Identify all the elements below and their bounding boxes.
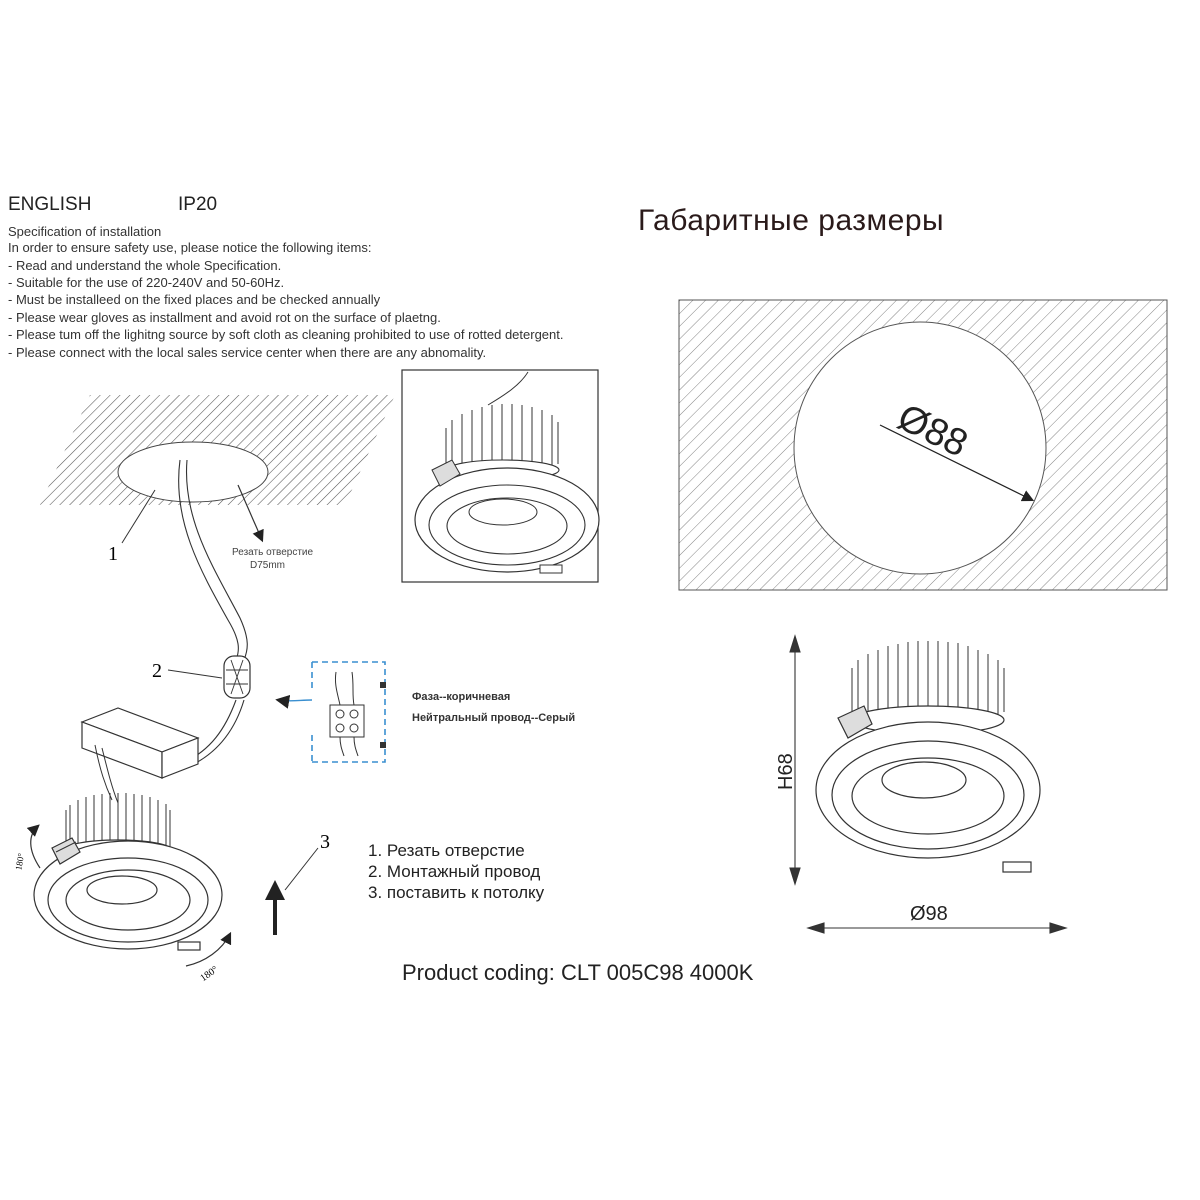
spec-item: - Suitable for the use of 220-240V and 5… xyxy=(8,275,285,290)
dimensions-title: Габаритные размеры xyxy=(638,204,945,237)
installation-steps: 1. Резать отверстие 2. Монтажный провод … xyxy=(368,840,544,903)
ip-rating: IP20 xyxy=(178,194,218,215)
downlight-left xyxy=(33,793,223,951)
language-label: ENGLISH xyxy=(8,194,92,215)
rotate-label-left: 180° xyxy=(13,852,26,871)
spec-item: - Must be installeed on the fixed places… xyxy=(8,292,381,307)
downlight-right xyxy=(815,641,1041,873)
svg-text:2: 2 xyxy=(152,660,162,682)
cutout-diagram xyxy=(678,299,1168,591)
spec-item: - Read and understand the whole Specific… xyxy=(8,258,282,273)
power-wires xyxy=(178,459,248,766)
push-up-arrow-icon xyxy=(265,880,285,935)
callout-1: 1 xyxy=(108,489,156,565)
height-label: H68 xyxy=(775,753,797,790)
led-driver-box xyxy=(80,707,200,779)
cut-hole-label: Резать отверстие xyxy=(232,547,313,558)
product-coding: Product coding: CLT 005C98 4000K xyxy=(402,960,754,985)
width-dimension xyxy=(806,922,1068,934)
width-label: Ø98 xyxy=(910,903,948,925)
height-dimension xyxy=(789,634,801,886)
cut-hole-size: D75mm xyxy=(250,560,285,571)
terminal-connector xyxy=(223,655,251,699)
wiring-detail xyxy=(275,661,386,763)
rotate-label-right: 180° xyxy=(198,964,220,984)
callout-3: 3 xyxy=(284,831,330,891)
cut-arrow xyxy=(237,484,264,543)
svg-text:1: 1 xyxy=(108,543,118,565)
spec-item: - Please tum off the lighitng source by … xyxy=(8,327,564,342)
spec-title: Specification of installation xyxy=(8,224,162,239)
rotate-arrow-icon xyxy=(26,824,232,967)
inset-downlight-frame xyxy=(401,369,600,583)
spec-item: - Please connect with the local sales se… xyxy=(8,345,487,360)
svg-text:3: 3 xyxy=(320,831,330,853)
callout-2: 2 xyxy=(152,660,223,682)
step-item: 3. поставить к потолку xyxy=(368,883,545,902)
spec-intro: In order to ensure safety use, please no… xyxy=(8,240,372,255)
spec-item: - Please wear gloves as installment and … xyxy=(8,310,441,325)
step-item: 2. Монтажный провод xyxy=(368,862,541,881)
phase-label: Фаза--коричневая xyxy=(412,691,510,703)
neutral-label: Нейтральный провод--Серый xyxy=(412,712,575,724)
step-item: 1. Резать отверстие xyxy=(368,841,525,860)
ceiling-slab xyxy=(40,395,395,505)
